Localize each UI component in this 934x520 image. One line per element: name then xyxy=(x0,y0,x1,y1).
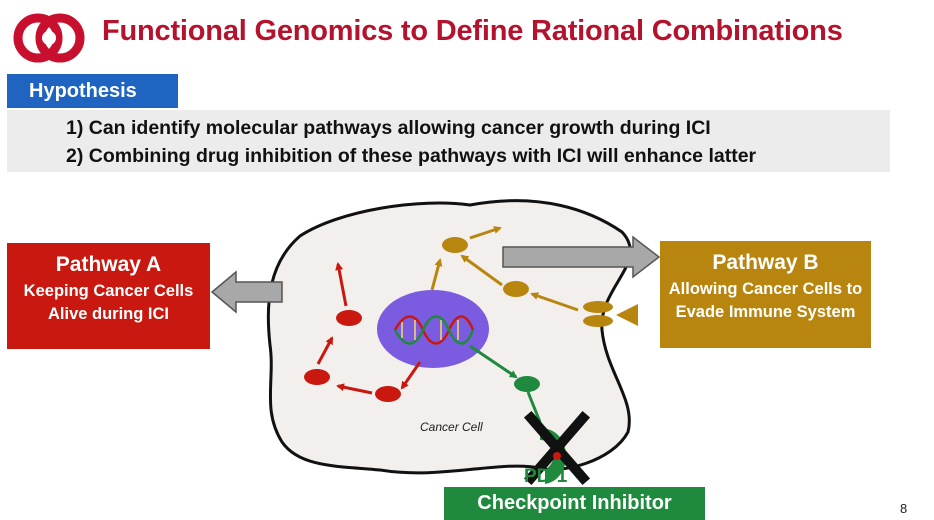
pd1-label: PD-1 xyxy=(524,466,568,487)
hypothesis-line-1: 1) Can identify molecular pathways allow… xyxy=(66,117,711,139)
pathway-b-chain xyxy=(430,226,638,327)
pathway-b-title: Pathway B xyxy=(712,251,819,274)
pathway-a-body: Keeping Cancer Cells Alive during ICI xyxy=(23,282,194,323)
block-x-icon xyxy=(523,410,591,486)
hypothesis-box xyxy=(7,110,890,172)
cancer-cell-label: Cancer Cell xyxy=(420,420,483,434)
page-number: 8 xyxy=(900,501,908,516)
pathway-a-chain xyxy=(304,262,422,402)
dna-icon xyxy=(393,315,475,345)
nucleus xyxy=(377,290,489,368)
checkpoint-inhibitor-box: Checkpoint Inhibitor xyxy=(444,487,705,520)
hypothesis-tab: Hypothesis xyxy=(7,74,178,108)
pathway-a-box: Pathway A Keeping Cancer Cells Alive dur… xyxy=(7,243,210,349)
pathway-b-box: Pathway B Allowing Cancer Cells to Evade… xyxy=(660,241,871,348)
pathway-b-body: Allowing Cancer Cells to Evade Immune Sy… xyxy=(668,280,863,321)
page-title: Functional Genomics to Define Rational C… xyxy=(102,15,843,47)
hypothesis-line-2: 2) Combining drug inhibition of these pa… xyxy=(66,145,757,167)
arrow-to-pathway-a xyxy=(210,270,283,314)
pathway-a-title: Pathway A xyxy=(55,253,162,276)
logo-icon xyxy=(13,13,85,63)
arrow-to-pathway-b xyxy=(502,235,661,279)
